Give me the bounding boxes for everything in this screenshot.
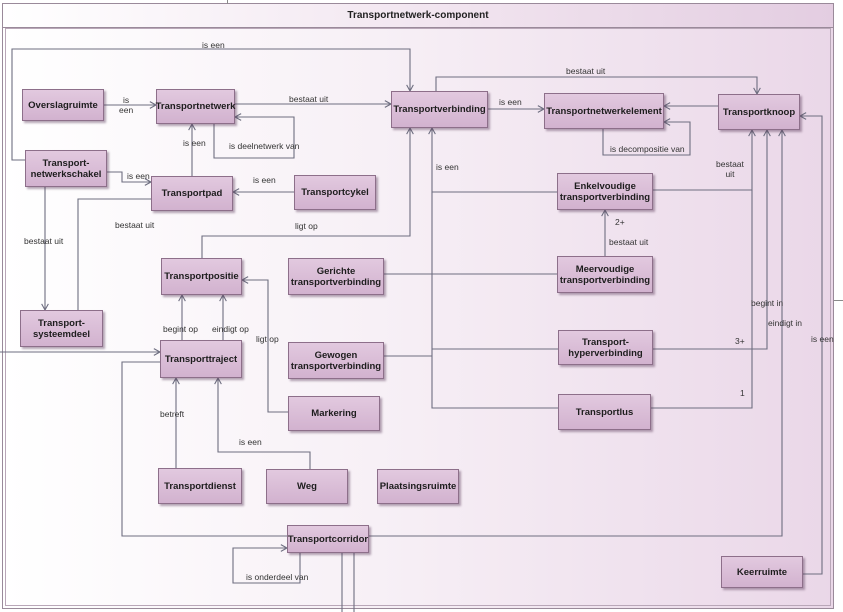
connector-line [435, 76, 758, 94]
connector-arrowhead [231, 188, 240, 196]
connector-arrowhead [428, 126, 436, 135]
edge-label: is een [239, 437, 262, 447]
edge-label: ligt op [295, 221, 318, 231]
edge-label: eindigt in [768, 318, 803, 328]
edge-label: ligt op [256, 334, 279, 344]
node-transport-systeemdeel[interactable]: Transport- systeemdeel [20, 310, 103, 347]
edge-label: eindigt op [212, 324, 249, 334]
connector-arrowhead [233, 113, 242, 121]
connector-line [242, 279, 288, 413]
edge-label: is een [499, 97, 522, 107]
edge-label: betreft [160, 409, 185, 419]
connector-arrowhead [662, 102, 671, 110]
diagram-title: Transportnetwerk-component [2, 3, 834, 28]
external-connector-top [227, 0, 228, 4]
connector-line [369, 130, 783, 537]
edge-label: is deelnetwerk van [229, 141, 300, 151]
node-transportnetwerkelement[interactable]: Transportnetwerkelement [544, 93, 664, 129]
connector-line [213, 116, 295, 159]
node-transportknoop[interactable]: Transportknoop [718, 94, 800, 130]
edge-label: bestaat uit [289, 94, 329, 104]
edge-label: is een [202, 40, 225, 50]
connector-line [201, 128, 411, 258]
connector-arrowhead [178, 293, 186, 302]
connector-arrowhead [214, 376, 222, 385]
connector-arrowhead [240, 276, 249, 284]
edge-label: bestaat uit [24, 236, 64, 246]
node-transport-netwerkschakel[interactable]: Transport- netwerkschakel [25, 150, 107, 187]
node-transportverbinding[interactable]: Transportverbinding [391, 91, 488, 128]
connector-arrowhead [219, 293, 227, 302]
node-transporttraject[interactable]: Transporttraject [160, 340, 242, 378]
edge-label: is een [127, 171, 150, 181]
connector-arrowhead [188, 122, 196, 131]
connector-line [217, 378, 311, 469]
node-gewogen-transportverbinding[interactable]: Gewogen transportverbinding [288, 342, 384, 379]
node-transportcykel[interactable]: Transportcykel [294, 175, 376, 210]
edge-label: bestaat uit [716, 159, 744, 179]
edge-label: is een [253, 175, 276, 185]
connector-line [602, 121, 691, 156]
node-keerruimte[interactable]: Keerruimte [721, 556, 803, 588]
node-meervoudige-transportverbinding[interactable]: Meervoudige transportverbinding [557, 256, 653, 293]
node-transportdienst[interactable]: Transportdienst [158, 468, 242, 504]
connector-arrowhead [763, 128, 771, 137]
connector-line [800, 115, 823, 575]
connector-line [431, 192, 558, 409]
external-connector-right [834, 300, 843, 301]
connector-line [107, 171, 151, 183]
connector-line [77, 198, 151, 310]
node-enkelvoudige-transportverbinding[interactable]: Enkelvoudige transportverbinding [557, 173, 653, 210]
edge-label: is een [436, 162, 459, 172]
connector-line [121, 361, 287, 537]
node-plaatsingsruimte[interactable]: Plaatsingsruimte [377, 469, 459, 504]
node-weg[interactable]: Weg [266, 469, 348, 504]
node-markering[interactable]: Markering [288, 396, 380, 431]
node-transportpositie[interactable]: Transportpositie [161, 258, 242, 295]
edge-label: is onderdeel van [246, 572, 309, 582]
node-gerichte-transportverbinding[interactable]: Gerichte transportverbinding [288, 258, 384, 295]
edge-label: is een [811, 334, 834, 344]
connector-arrowhead [798, 112, 807, 120]
node-transportnetwerk[interactable]: Transportnetwerk [156, 89, 235, 124]
connector-arrowhead [406, 126, 414, 135]
node-transportpad[interactable]: Transportpad [151, 176, 233, 211]
connector-line [431, 128, 557, 193]
connector-arrowhead [748, 128, 756, 137]
connector-line [651, 190, 753, 409]
connector-line [11, 48, 411, 161]
connector-line [653, 130, 768, 350]
edge-label: bestaat uit [115, 220, 155, 230]
edge-label: bestaat uit [609, 237, 649, 247]
connector-arrowhead [601, 208, 609, 217]
edge-label: is een [183, 138, 206, 148]
edge-label: 3+ [735, 336, 745, 346]
node-transportlus[interactable]: Transportlus [558, 394, 651, 430]
edge-label: begint op [163, 324, 198, 334]
connector-arrowhead [778, 128, 786, 137]
node-transportcorridor[interactable]: Transportcorridor [287, 525, 369, 553]
edge-label: bestaat uit [566, 66, 606, 76]
edge-label: begint in [751, 298, 784, 308]
edge-label: 1 [740, 388, 745, 398]
node-overslagruimte[interactable]: Overslagruimte [22, 89, 104, 121]
edge-label: is een [119, 95, 134, 115]
connector-arrowhead [662, 118, 671, 126]
node-transport-hyperverbinding[interactable]: Transport- hyperverbinding [558, 330, 653, 365]
connector-line [232, 547, 301, 584]
edge-label: is decompositie van [610, 144, 685, 154]
edge-label: 2+ [615, 217, 625, 227]
connector-arrowhead [172, 376, 180, 385]
diagram-inner-border [5, 28, 831, 606]
